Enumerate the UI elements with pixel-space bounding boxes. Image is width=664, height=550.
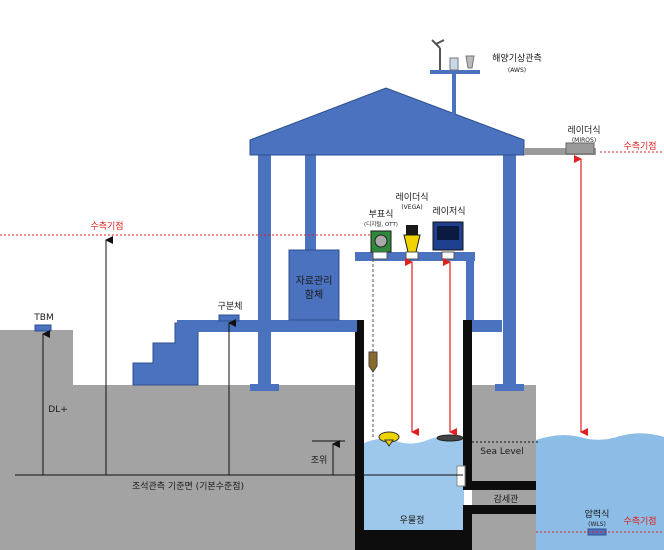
radar-center-label: 레이더식 <box>395 192 428 203</box>
inlet-pipe-bottom <box>463 505 536 514</box>
float-buoy-tip <box>384 439 394 447</box>
column-left <box>258 152 271 387</box>
column-right <box>503 152 516 387</box>
sea-level-label: Sea Level <box>480 447 523 457</box>
housing-label-line1: 자료관리 <box>296 275 333 287</box>
data-housing-box <box>288 249 340 321</box>
inlet-opening <box>456 465 466 487</box>
float-gauge-label: 부표식 <box>369 209 394 220</box>
counterweight <box>368 351 378 373</box>
inlet-pipe-top <box>463 481 536 490</box>
benchmark-box-label: 구분체 <box>218 301 243 312</box>
dl-label: DL+ <box>48 405 68 415</box>
radar-center-sub-label: (VEGA) <box>401 204 422 211</box>
column-mid <box>305 152 316 252</box>
stilling-well-label: 우물정 <box>400 515 425 526</box>
radar-right-label: 레이더식 <box>567 125 600 136</box>
benchmark-box <box>218 314 240 322</box>
miros-radar-box <box>565 142 595 155</box>
platform-deck-right <box>472 320 502 332</box>
aws-crossbar <box>430 70 480 74</box>
aws-sub-label: (AWS) <box>508 67 526 74</box>
tbm-marker <box>34 324 52 332</box>
stairs <box>132 322 199 386</box>
well-floor <box>355 530 472 550</box>
ground-right <box>472 385 536 550</box>
aws-label: 해양기상관측 <box>492 53 542 64</box>
shelf-support <box>466 252 474 320</box>
vega-radar-horn <box>403 234 421 253</box>
float-gauge-dial <box>374 234 388 248</box>
float-gauge-mount <box>372 251 388 260</box>
roof <box>249 87 525 156</box>
datum-label-miros: 수측기점 <box>623 140 656 152</box>
sea-water <box>536 433 664 550</box>
datum-label-pressure: 수측기점 <box>623 515 656 527</box>
housing-label-line2: 함체 <box>305 289 323 301</box>
aws-mast <box>452 74 456 114</box>
pressure-gauge-label: 압력식 <box>585 508 610 520</box>
pressure-gauge-sub-label: (WLS) <box>588 521 606 528</box>
float-gauge-sub-label: (디지털, OTT) <box>364 220 398 228</box>
well-wall-right-top <box>463 320 472 490</box>
laser-mount <box>441 251 455 260</box>
well-wall-right-bottom <box>463 505 472 550</box>
laser-target-plate <box>436 434 464 442</box>
datum-reference-label: 조석관측 기준면 (기본수준점) <box>132 480 244 492</box>
laser-gauge-label: 레이저식 <box>432 206 465 217</box>
anemometer-icon <box>431 39 445 70</box>
tide-level-label: 조위 <box>311 455 328 466</box>
laser-gauge-screen <box>437 226 459 240</box>
vega-radar-body <box>406 225 418 235</box>
well-wall-left <box>355 320 364 550</box>
column-right-base <box>495 384 524 391</box>
vega-mount <box>405 251 419 260</box>
well-water <box>364 436 464 548</box>
inlet-pipe-label: 감세관 <box>494 493 519 505</box>
radar-right-sub-label: (MIROS) <box>572 137 596 144</box>
rain-gauge-icon <box>465 55 475 69</box>
datum-label-main: 수측기점 <box>90 220 123 232</box>
tbm-label: TBM <box>33 313 53 323</box>
radar-arm <box>524 148 596 155</box>
aws-sensor-icon <box>449 57 459 71</box>
column-left-base <box>250 384 279 391</box>
